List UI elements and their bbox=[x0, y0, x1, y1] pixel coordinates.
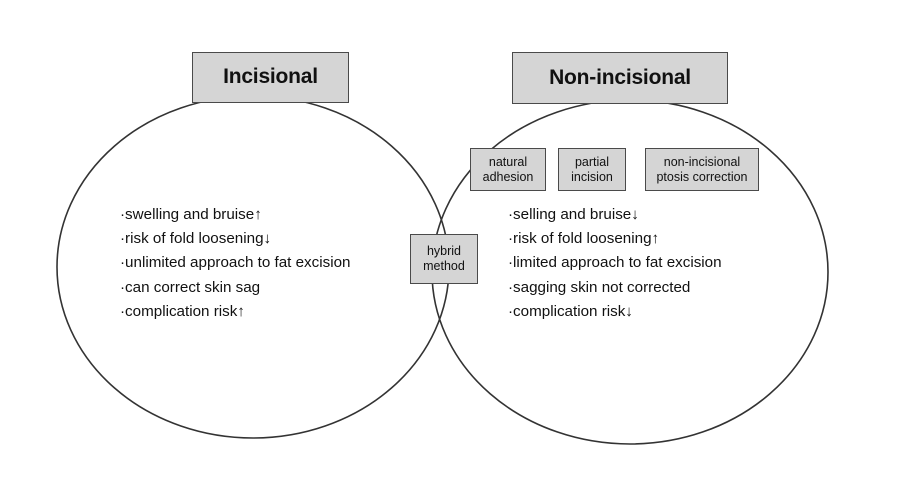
center-label-hybrid-method: hybrid method bbox=[423, 244, 465, 273]
center-box-hybrid-method[interactable]: hybrid method bbox=[410, 234, 478, 284]
tag-label-partial-incision: partial incision bbox=[571, 154, 613, 184]
title-label-incisional: Incisional bbox=[223, 65, 318, 89]
title-label-non-incisional: Non-incisional bbox=[549, 65, 691, 89]
list-item: ·unlimited approach to fat excision bbox=[120, 254, 351, 272]
list-item: ·complication risk↓ bbox=[508, 302, 633, 320]
tag-box-partial-incision[interactable]: partial incision bbox=[558, 148, 626, 191]
feature-list-incisional: ·swelling and bruise↑ ·risk of fold loos… bbox=[120, 203, 350, 324]
list-item: ·complication risk↑ bbox=[120, 302, 245, 320]
list-item: ·limited approach to fat excision bbox=[508, 254, 722, 272]
feature-list-non-incisional: ·selling and bruise↓ ·risk of fold loose… bbox=[508, 203, 722, 324]
tag-label-natural-adhesion: natural adhesion bbox=[482, 154, 534, 184]
title-box-incisional[interactable]: Incisional bbox=[192, 52, 349, 103]
list-item: ·risk of fold loosening↑ bbox=[508, 230, 660, 248]
tag-label-non-incisional-ptosis-correction: non-incisional ptosis correction bbox=[656, 154, 748, 184]
title-box-non-incisional[interactable]: Non-incisional bbox=[512, 52, 728, 104]
list-item: ·can correct skin sag bbox=[120, 278, 261, 296]
tag-box-natural-adhesion[interactable]: natural adhesion bbox=[470, 148, 546, 191]
list-item: ·sagging skin not corrected bbox=[508, 278, 691, 296]
list-item: ·risk of fold loosening↓ bbox=[120, 230, 272, 248]
tag-box-non-incisional-ptosis-correction[interactable]: non-incisional ptosis correction bbox=[645, 148, 759, 191]
list-item: ·selling and bruise↓ bbox=[508, 206, 639, 223]
list-item: ·swelling and bruise↑ bbox=[120, 206, 262, 223]
